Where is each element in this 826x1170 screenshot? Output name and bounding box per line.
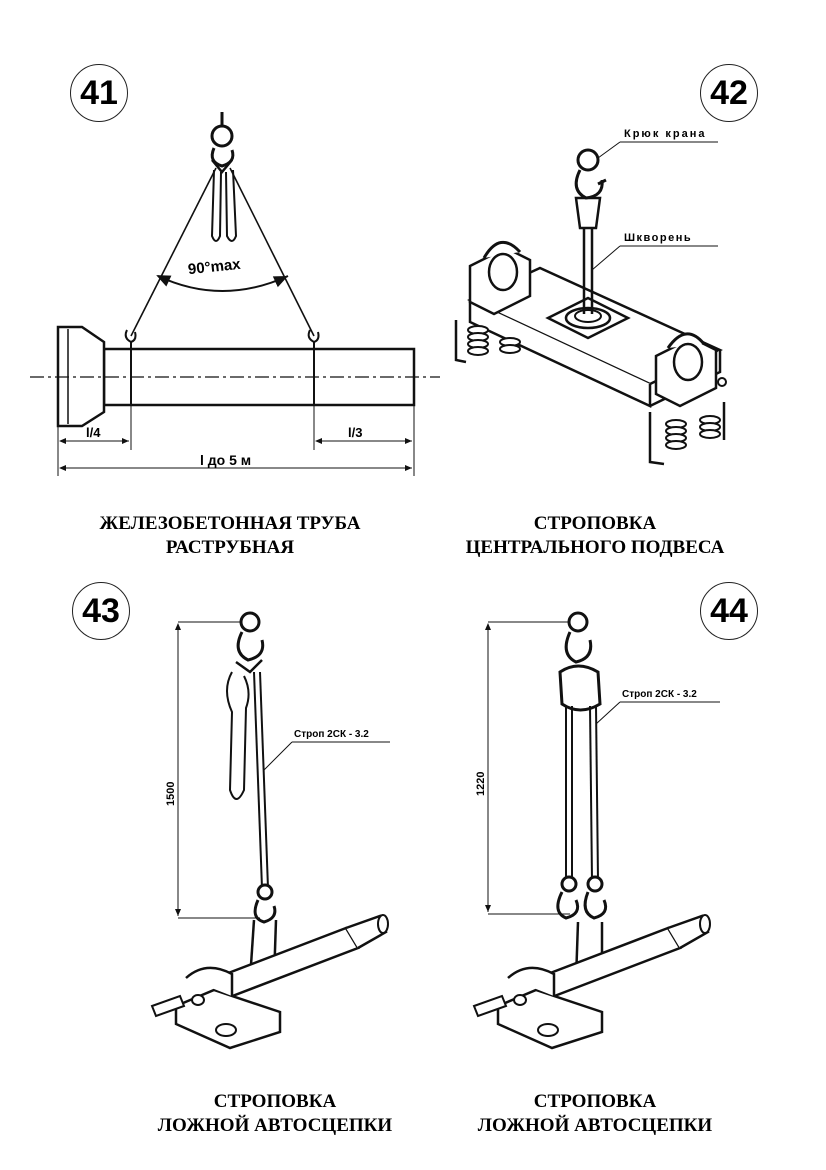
dimension-total-label: l до 5 м (200, 452, 251, 468)
caption-44-line-1: СТРОПОВКА (533, 1091, 657, 1112)
figure-number-44: 44 (700, 582, 758, 640)
caption-41: ЖЕЛЕЗОБЕТОННАЯ ТРУБА РАСТРУБНАЯ (60, 512, 400, 560)
caption-43-line-2: ЛОЖНОЙ АВТОСЦЕПКИ (157, 1115, 393, 1136)
caption-41-line-2: РАСТРУБНАЯ (165, 537, 295, 558)
figure-number-41: 41 (70, 64, 128, 122)
coupler-sling-illustration-44 (472, 611, 720, 1050)
sling-label-43: Строп 2СК - 3.2 (294, 729, 369, 740)
height-label-44: 1220 (475, 772, 487, 796)
caption-42: СТРОПОВКА ЦЕНТРАЛЬНОГО ПОДВЕСА (430, 512, 760, 560)
crane-hook-label: Крюк крана (624, 128, 707, 140)
caption-43: СТРОПОВКА ЛОЖНОЙ АВТОСЦЕПКИ (120, 1090, 430, 1138)
caption-42-line-2: ЦЕНТРАЛЬНОГО ПОДВЕСА (465, 537, 725, 558)
dimension-third-label: l/3 (348, 425, 362, 440)
caption-41-line-1: ЖЕЛЕЗОБЕТОННАЯ ТРУБА (99, 513, 361, 534)
height-label-43: 1500 (165, 782, 177, 806)
caption-42-line-1: СТРОПОВКА (533, 513, 657, 534)
dimension-quarter-label: l/4 (86, 425, 101, 440)
pin-label: Шкворень (624, 232, 692, 244)
sling-label-44: Строп 2СК - 3.2 (622, 689, 697, 700)
caption-44: СТРОПОВКА ЛОЖНОЙ АВТОСЦЕПКИ (440, 1090, 750, 1138)
angle-label: 90°max (187, 256, 242, 278)
figure-number-42: 42 (700, 64, 758, 122)
caption-44-line-2: ЛОЖНОЙ АВТОСЦЕПКИ (477, 1115, 713, 1136)
pipe-illustration (30, 112, 440, 476)
figure-number-43: 43 (72, 582, 130, 640)
bogie-illustration (454, 141, 727, 466)
caption-43-line-1: СТРОПОВКА (213, 1091, 337, 1112)
coupler-sling-illustration-43 (150, 611, 390, 1050)
